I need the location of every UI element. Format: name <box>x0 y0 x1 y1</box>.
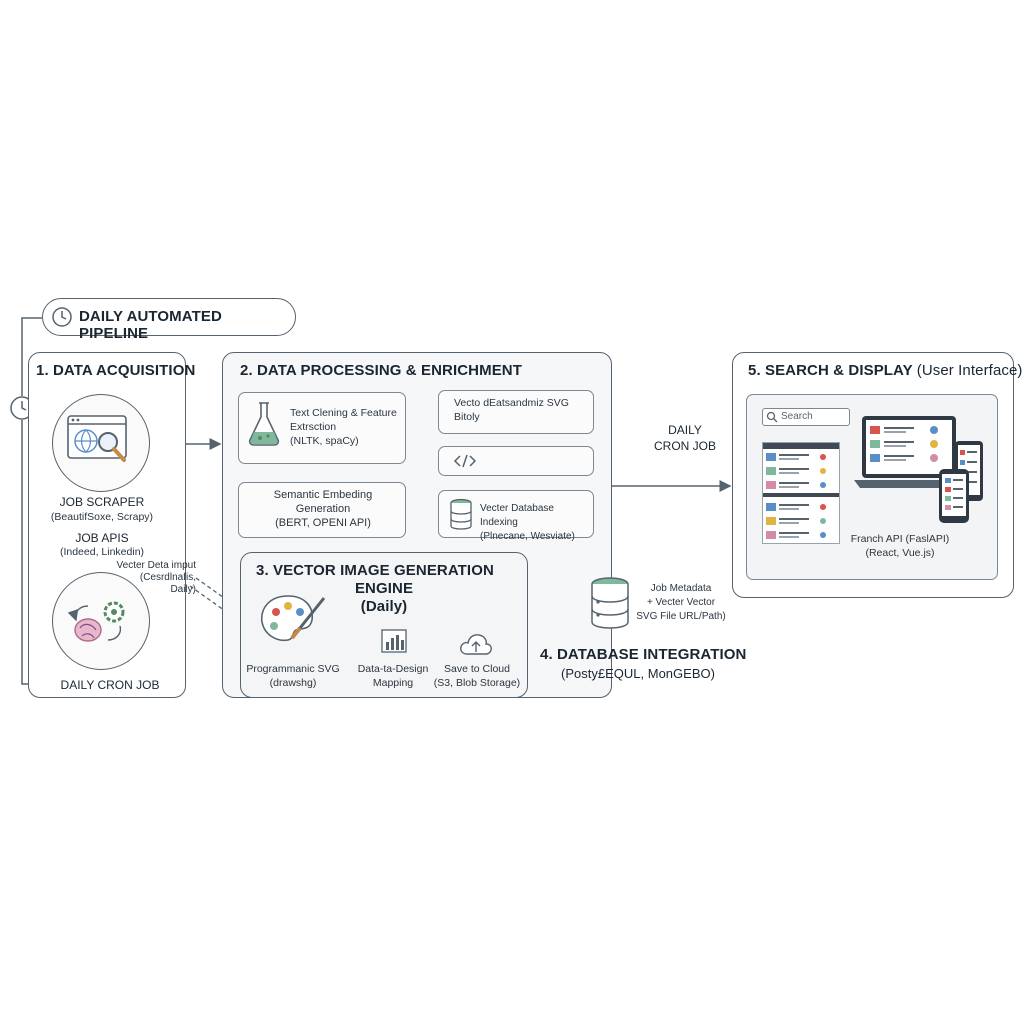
database-icon <box>450 498 472 530</box>
database-title: 4. DATABASE INTEGRATION <box>540 646 747 663</box>
flask-icon <box>248 402 280 446</box>
semantic-line-3: (BERT, OPENI API) <box>275 517 371 529</box>
vector-db-label: Vecter Database Indexing (Plnecane, Wesv… <box>480 502 594 544</box>
vector-svg-box <box>438 390 594 434</box>
code-box <box>438 446 594 476</box>
semantic-embedding-label: Semantic Embeding Generation (BERT, OPEN… <box>240 488 406 530</box>
display-title-rest: (User Interface) <box>916 362 1023 379</box>
acquisition-title: 1. DATA ACQUISITION <box>36 362 196 379</box>
browser-search-icon <box>67 415 127 462</box>
engine-title-line-1: 3. VECTOR IMAGE GENERATION <box>256 562 494 579</box>
vector-svg-line-2: Bitoly <box>454 411 480 423</box>
text-cleaning-line-2: Extrsction <box>290 421 337 433</box>
db-metadata-label: Job Metadata + Vecter Vector SVG File UR… <box>626 582 736 624</box>
acquisition-cron-label: DAILY CRON JOB <box>60 678 160 692</box>
job-apis-sources: (Indeed, Linkedin) <box>59 546 145 558</box>
text-cleaning-line-3: (NLTK, spaCy) <box>290 435 359 447</box>
job-scraper-label: JOB SCRAPER <box>59 495 145 509</box>
gears-icon <box>68 601 125 642</box>
vector-svg-line-1: Vecto dEatsandmiz SVG <box>454 397 569 409</box>
programmatic-label: Programmanic SVG (drawshg) <box>244 662 342 690</box>
text-cleaning-line-1: Text Clening & Feature <box>290 407 397 419</box>
api-caption-line-2: (React, Vue.js) <box>865 547 935 559</box>
input-note-line-2: (Cesrdlnafis, <box>139 572 196 583</box>
db-metadata-line-2: + Vecter Vector <box>646 597 716 608</box>
vector-svg-label: Vecto dEatsandmiz SVG Bitoly <box>454 396 590 424</box>
clock-icon <box>52 307 72 327</box>
cloud-label: Save to Cloud (S3, Blob Storage) <box>428 662 526 690</box>
semantic-line-1: Semantic Embeding <box>273 489 373 501</box>
palette-brush-icon <box>261 595 326 642</box>
search-icon <box>766 411 778 423</box>
engine-title-line-3: (Daily) <box>360 598 408 615</box>
display-cron-line-2: CRON JOB <box>653 439 716 453</box>
job-apis-label: JOB APIS <box>75 531 129 545</box>
semantic-embedding-box <box>238 482 406 538</box>
mapping-line-2: Mapping <box>372 677 414 689</box>
display-title-bold: 5. SEARCH & DISPLAY <box>748 362 913 379</box>
cloud-line-1: Save to Cloud <box>444 663 510 675</box>
processing-title: 2. DATA PROCESSING & ENRICHMENT <box>240 362 523 379</box>
pipeline-title: DAILY AUTOMATED PIPELINE <box>79 308 222 342</box>
display-cron-label: DAILY CRON JOB <box>640 422 730 454</box>
search-placeholder: Search <box>781 411 813 422</box>
engine-title-line-2: ENGINE <box>354 580 414 597</box>
phone-icon <box>939 469 969 523</box>
database-subtitle: (Posty£EQUL, MonGEBO) <box>561 666 715 681</box>
code-icon <box>453 454 477 468</box>
database-icon <box>591 577 629 629</box>
pipeline-loop-line <box>21 317 42 396</box>
display-title: 5. SEARCH & DISPLAY (User Interface) <box>748 362 1023 379</box>
results-list-icon <box>763 453 839 539</box>
results-list-header <box>763 443 839 449</box>
api-caption-line-1: Franch API (FaslAPI) <box>850 533 950 545</box>
input-note-line-3: Daily) <box>170 584 196 595</box>
db-metadata-line-3: SVG File URL/Path) <box>636 611 726 622</box>
text-cleaning-label: Text Clening & Feature Extrsction (NLTK,… <box>290 406 404 448</box>
results-list-mock <box>762 442 840 544</box>
pipeline-header: DAILY AUTOMATED PIPELINE <box>42 298 296 342</box>
job-scraper-tools: (BeautifSoxe, Scrapy) <box>50 511 154 523</box>
search-box[interactable]: Search <box>762 408 850 426</box>
vector-db-line-1: Vecter Database Indexing <box>480 503 554 528</box>
cloud-upload-icon <box>460 634 492 655</box>
vector-db-line-2: (Plnecane, Wesviate) <box>480 531 575 542</box>
laptop-icon <box>854 416 964 488</box>
bar-chart-icon <box>381 629 407 653</box>
input-note: Vecter Deta imput (Cesrdlnafis, Daily) <box>112 560 196 596</box>
programmatic-line-2: (drawshg) <box>269 677 317 689</box>
db-metadata-line-1: Job Metadata <box>650 583 712 594</box>
cloud-line-2: (S3, Blob Storage) <box>433 677 521 689</box>
mapping-label: Data-ta-Design Mapping <box>350 662 436 690</box>
api-caption: Franch API (FaslAPI) (React, Vue.js) <box>830 532 970 560</box>
display-cron-line-1: DAILY <box>668 423 702 437</box>
programmatic-line-1: Programmanic SVG <box>246 663 340 675</box>
mapping-line-1: Data-ta-Design <box>357 663 429 675</box>
semantic-line-2: Generation <box>295 503 351 515</box>
input-note-line-1: Vecter Deta imput <box>116 560 196 571</box>
